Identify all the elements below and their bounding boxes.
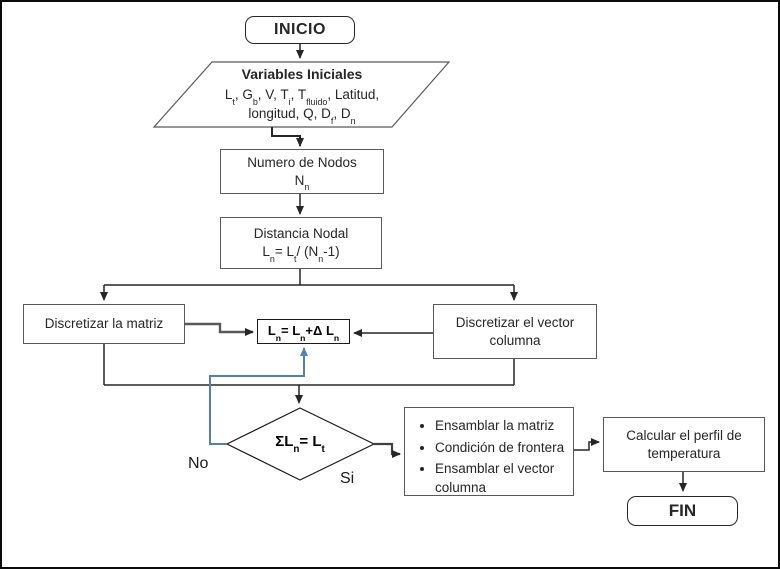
variables-line1: Lt, Gb, V, Ti, Tfluido, Latitud, xyxy=(224,86,380,107)
numero-nodos-formula: Nn xyxy=(294,172,310,193)
numero-nodos-title: Numero de Nodos xyxy=(247,154,357,170)
start-node: INICIO xyxy=(245,16,355,44)
arrow-matriz-to-incremento xyxy=(185,322,254,336)
calcular-perfil-line2: temperatura xyxy=(647,445,721,461)
discretizar-matriz-node: Discretizar la matriz xyxy=(23,304,185,344)
arrow-decision-si-to-ensamblar xyxy=(374,442,401,458)
decision-formula: ΣLn= Lt xyxy=(275,433,325,456)
ensamblar-list: Ensamblar la matriz Condición de fronter… xyxy=(413,417,569,501)
split-connector xyxy=(104,269,514,286)
arrow-variables-to-numero xyxy=(271,127,304,147)
distancia-nodal-title: Distancia Nodal xyxy=(253,226,349,242)
decision-no-label: No xyxy=(188,455,209,472)
numero-nodos-node: Numero de Nodos Nn xyxy=(220,149,384,194)
end-node: FIN xyxy=(627,496,738,526)
calcular-perfil-node: Calcular el perfil de temperatura xyxy=(603,417,765,472)
discretizar-vector-node: Discretizar el vector columna xyxy=(433,304,597,359)
distancia-nodal-node: Distancia Nodal Ln= Lt/ (Nn-1) xyxy=(220,217,382,269)
end-label: FIN xyxy=(668,500,697,520)
incremento-node: Ln= Ln+Δ Ln xyxy=(257,319,350,344)
variables-parallelogram xyxy=(152,61,451,128)
decision-si-label: Si xyxy=(340,470,355,487)
arrow-ensamblar-to-calcular xyxy=(574,438,600,451)
calcular-perfil-line1: Calcular el perfil de xyxy=(626,427,742,443)
distancia-nodal-formula: Ln= Lt/ (Nn-1) xyxy=(262,244,340,264)
variables-line2: longitud, Q, Df, Dn xyxy=(248,106,356,126)
variables-node: Variables Iniciales Lt, Gb, V, Ti, Tflui… xyxy=(162,65,442,126)
variables-title: Variables Iniciales xyxy=(241,66,363,82)
start-label: INICIO xyxy=(274,20,326,38)
ensamblar-item: Condición de frontera xyxy=(435,439,569,458)
decision-diamond xyxy=(225,407,376,481)
discretizar-vector-line2: columna xyxy=(489,332,541,348)
discretizar-vector-line1: Discretizar el vector xyxy=(455,314,575,330)
loop-no-connector-blue xyxy=(209,347,308,445)
incremento-formula: Ln= Ln+Δ Ln xyxy=(267,323,340,343)
ensamblar-item: Ensamblar el vector columna xyxy=(435,460,569,497)
discretizar-matriz-label: Discretizar la matriz xyxy=(44,316,164,332)
ensamblar-node: Ensamblar la matriz Condición de fronter… xyxy=(404,407,574,496)
merge-connector xyxy=(103,344,515,386)
ensamblar-item: Ensamblar la matriz xyxy=(435,417,569,436)
